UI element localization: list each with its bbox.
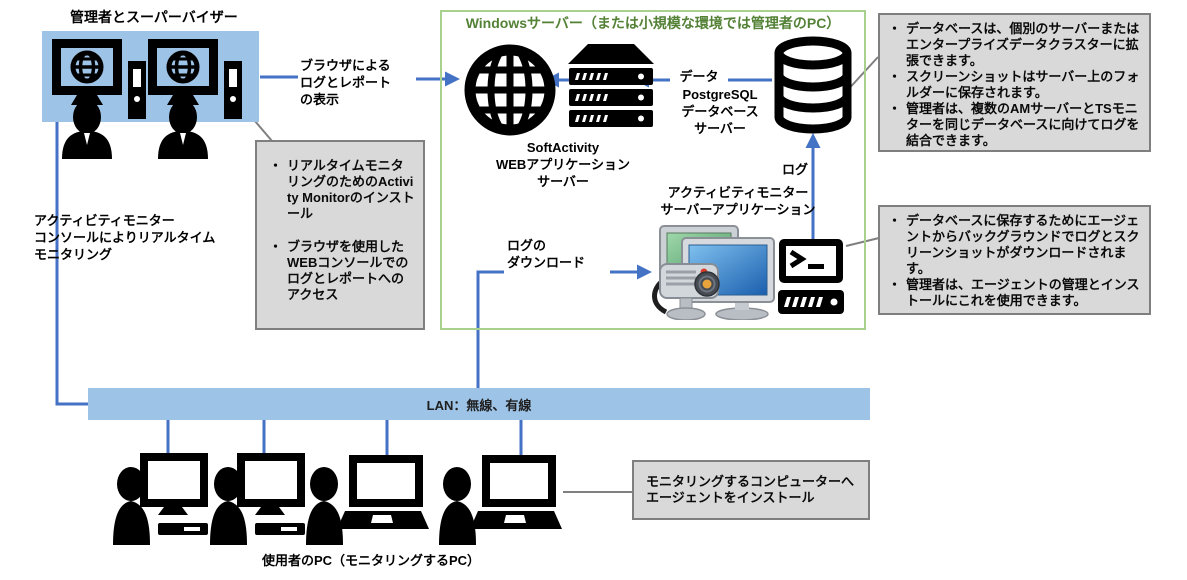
callout-box-agent: データベースに保存するためにエージェントからバックグラウンドでログとスクリーンシ… (878, 205, 1151, 315)
arrowhead-log-up (805, 133, 821, 148)
callout-box-agent-install: モニタリングするコンピューターへエージェントをインストール (632, 460, 870, 520)
lan-bar: LAN：無線、有線 (88, 388, 870, 420)
postgres-server-label: PostgreSQL データベース サーバー (681, 87, 759, 136)
arrowhead-to-globe (445, 71, 460, 87)
database-icon (774, 36, 852, 134)
bullet-item: スクリーンショットはサーバー上のフォルダーに保存されます。 (888, 69, 1143, 101)
data-label: データ (670, 68, 728, 85)
bullet-item: 管理者は、複数のAMサーバーとTSモニターを同じデータベースに向けてログを結合で… (888, 101, 1143, 149)
am-server-app-label: アクティビティモニター サーバーアプリケーション (660, 185, 816, 217)
user-desktop-icon (210, 453, 305, 545)
app-server-rack-icon (568, 44, 654, 127)
log-download-label: ログの ダウンロード (507, 238, 586, 270)
web-globe-icon (464, 44, 556, 136)
callout-line-agent (845, 237, 880, 247)
browser-view-label: ブラウザによる ログとレポート の表示 (300, 58, 392, 107)
admin-to-lan-line (55, 122, 88, 406)
callout-box-database: データベースは、個別のサーバーまたはエンタープライズデータクラスターに拡張できま… (878, 13, 1151, 152)
bullet-item: リアルタイムモニタリングのためのActivity Monitorのインストール (269, 158, 415, 222)
server-unit-icon (778, 290, 844, 314)
windows-server-box-title: Windowsサーバー（または小規模な環境では管理者のPC） (465, 15, 841, 31)
terminal-icon (779, 239, 843, 283)
windows-server-box (440, 10, 866, 330)
admin-title: 管理者とスーパーバイザー (70, 9, 238, 25)
realtime-console-label: アクティビティモニター コンソールによりリアルタイム モニタリング (34, 213, 216, 262)
log-label: ログ (782, 162, 809, 177)
admin-workstation-icon (52, 39, 146, 159)
admin-workstation-icon (148, 39, 242, 159)
users-caption: 使用者のPC（モニタリングするPC） (261, 553, 481, 568)
bullet-item: 管理者は、エージェントの管理とインストールにこれを使用できます。 (888, 277, 1143, 309)
bullet-item: データベースに保存するためにエージェントからバックグラウンドでログとスクリーンシ… (888, 213, 1143, 277)
user-laptop-icon (306, 455, 429, 545)
user-desktop-icon (113, 453, 208, 545)
user-laptop-icon (439, 455, 562, 545)
arrowhead-download (637, 264, 652, 280)
bullet-item: データベースは、個別のサーバーまたはエンタープライズデータクラスターに拡張できま… (888, 21, 1143, 69)
lan-to-download-elbow (476, 270, 504, 388)
bullet-item: ブラウザを使用したWEBコンソールでのログとレポートへのアクセス (269, 239, 415, 303)
activity-monitor-app-icon (652, 225, 775, 320)
softactivity-server-label: SoftActivity WEBアプリケーション サーバー (495, 140, 631, 189)
lan-label: LAN：無線、有線 (426, 397, 532, 413)
callout-box-install: リアルタイムモニタリングのためのActivity Monitorのインストール … (255, 140, 425, 330)
